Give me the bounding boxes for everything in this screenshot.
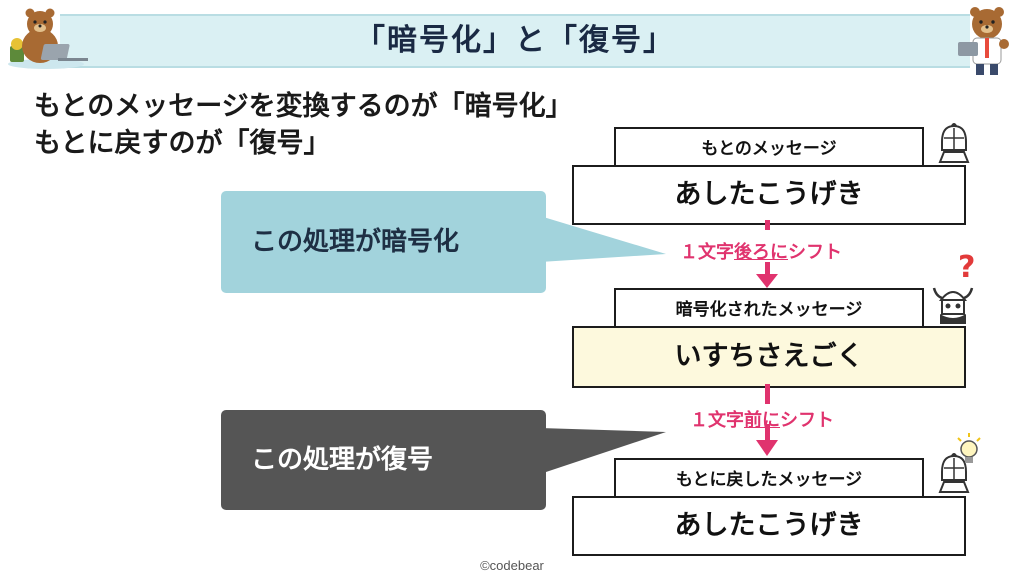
intro-line-1: もとのメッセージを変換するのが「暗号化」 — [34, 91, 573, 122]
shift-back-prefix: １文字 — [680, 242, 734, 263]
page-title: 「暗号化」と「復号」 — [355, 23, 675, 58]
shift-back-suffix: シフト — [788, 242, 842, 263]
original-message-label: もとのメッセージ — [614, 127, 924, 171]
shift-back-underlined: 後ろに — [734, 242, 788, 263]
shift-forward-label: １文字前にシフト — [690, 406, 834, 432]
decrypt-callout: この処理が復号 — [221, 410, 546, 510]
viking-icon — [932, 287, 974, 324]
bear-laptop-icon — [8, 8, 88, 69]
encrypted-message-box: いすちさえごく — [572, 326, 966, 388]
shift-forward-suffix: シフト — [780, 410, 834, 431]
question-mark-icon: ? — [958, 250, 976, 285]
shift-forward-underlined: 前に — [744, 410, 780, 431]
encrypt-callout-pointer — [540, 216, 666, 262]
shift-forward-prefix: １文字 — [690, 410, 744, 431]
knight-icon — [938, 123, 970, 163]
encrypted-message-label: 暗号化されたメッセージ — [614, 288, 924, 332]
encrypt-callout: この処理が暗号化 — [221, 191, 546, 293]
decrypt-callout-pointer — [540, 428, 666, 474]
shift-back-label: １文字後ろにシフト — [680, 238, 842, 264]
bear-waving-icon — [958, 7, 1009, 75]
restored-message-label: もとに戻したメッセージ — [614, 458, 924, 502]
title-bar: 「暗号化」と「復号」 — [60, 14, 970, 68]
arrow-down-2 — [756, 384, 778, 456]
arrow-down-1 — [756, 220, 778, 288]
intro-line-2: もとに戻すのが「復号」 — [34, 128, 331, 159]
restored-message-box: あしたこうげき — [572, 496, 966, 556]
knight-restored-icon — [938, 453, 970, 493]
copyright-footer: ©codebear — [480, 558, 544, 573]
lightbulb-icon — [957, 433, 981, 463]
